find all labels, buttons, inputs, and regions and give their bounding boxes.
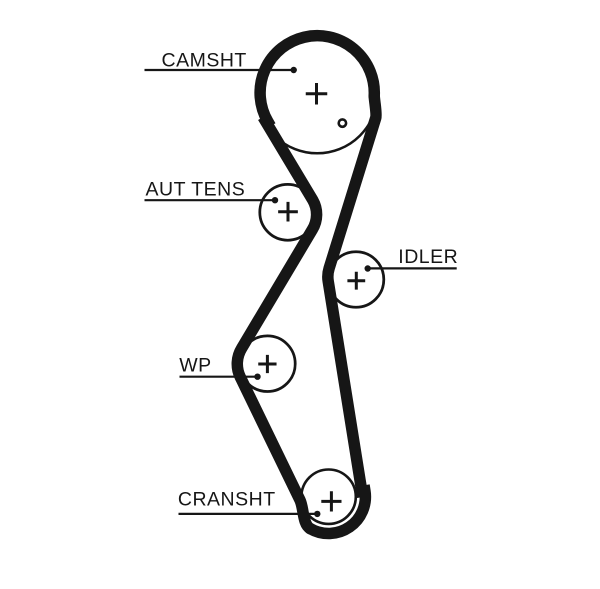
svg-text:CRANSHT: CRANSHT — [178, 489, 276, 511]
svg-text:IDLER: IDLER — [398, 246, 458, 268]
svg-text:AUT TENS: AUT TENS — [146, 179, 246, 201]
svg-text:WP: WP — [179, 355, 211, 377]
svg-text:CAMSHT: CAMSHT — [162, 49, 247, 71]
